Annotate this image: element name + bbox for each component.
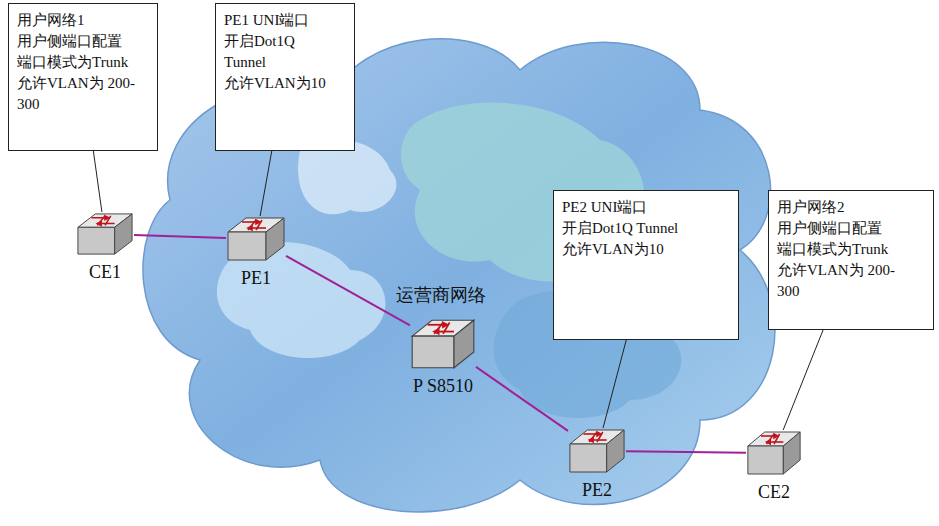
callout-box: 用户网络2 用户侧端口配置 端口模式为Trunk 允许VLAN为 200-300 [768,190,934,330]
switch-symbol [226,216,286,262]
link-line [286,256,410,326]
callout-leader [93,151,102,212]
callout-leader [603,340,626,428]
callout-leader [260,151,272,216]
device-label: CE1 [89,262,121,283]
switch-icon: PE2 [568,428,626,474]
callout-box: PE1 UNI端口 开启Dot1Q Tunnel 允许VLAN为10 [215,3,355,151]
switch-symbol [76,212,134,256]
switch-icon: P S8510 [410,318,476,370]
network-label: 运营商网络 [396,283,486,307]
callout-text: 用户网络1 用户侧端口配置 端口模式为Trunk 允许VLAN为 200-300 [17,10,147,115]
link-line [626,451,746,452]
switch-icon: CE1 [76,212,134,256]
callout-text: PE1 UNI端口 开启Dot1Q Tunnel 允许VLAN为10 [224,10,336,94]
device-label: P S8510 [413,376,473,397]
device-label: PE2 [582,480,612,501]
link-line [134,235,226,238]
callout-box: PE2 UNI端口 开启Dot1Q Tunnel 允许VLAN为10 [553,190,739,340]
callout-box: 用户网络1 用户侧端口配置 端口模式为Trunk 允许VLAN为 200-300 [8,3,158,151]
switch-icon: CE2 [746,430,802,476]
switch-symbol [410,318,476,370]
switch-symbol [746,430,802,476]
device-label: CE2 [758,482,790,503]
callout-text: 用户网络2 用户侧端口配置 端口模式为Trunk 允许VLAN为 200-300 [777,197,907,302]
callout-text: PE2 UNI端口 开启Dot1Q Tunnel 允许VLAN为10 [562,197,712,260]
switch-icon: PE1 [226,216,286,262]
device-label: PE1 [241,268,271,289]
link-line [476,367,568,431]
callout-leader [783,330,823,430]
switch-symbol [568,428,626,474]
